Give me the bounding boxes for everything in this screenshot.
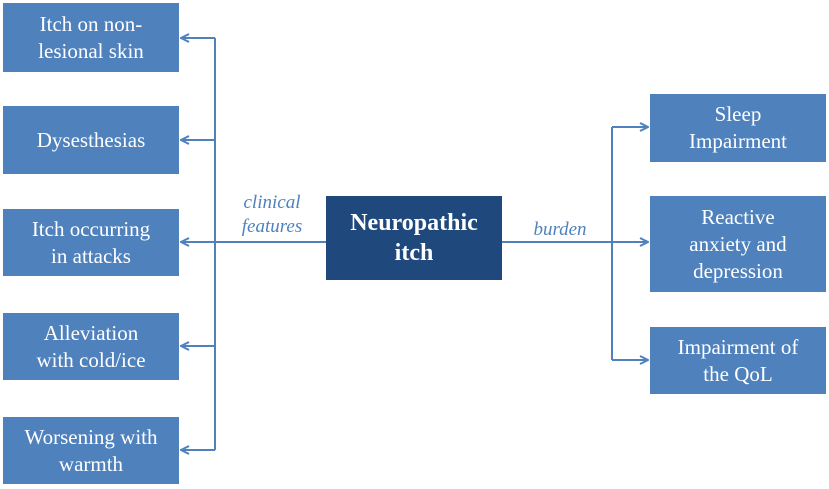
node-line: Sleep xyxy=(714,102,762,126)
node-line: lesional skin xyxy=(38,38,144,63)
label-burden: burden xyxy=(533,219,587,240)
node-line: Itch on non- xyxy=(39,11,143,36)
node-line: in attacks xyxy=(51,243,131,268)
node-line: Dysesthesias xyxy=(36,127,146,152)
node-line: Itch occurring xyxy=(31,216,151,241)
label-line: clinical xyxy=(243,192,301,213)
node-line: Reactive xyxy=(701,204,775,229)
node-line: depression xyxy=(693,258,783,283)
node-line: Alleviation xyxy=(43,320,139,345)
node-dysesthesias: Dysesthesias xyxy=(3,106,179,174)
node-line: Impairment xyxy=(689,129,787,153)
node-line: the QoL xyxy=(703,361,773,386)
node-line: anxiety and xyxy=(689,231,787,256)
node-line: Worsening with xyxy=(24,424,158,449)
label-line: features xyxy=(241,216,303,237)
label-clinical-features: clinical features xyxy=(228,191,316,239)
node-line: Impairment of xyxy=(677,334,799,359)
center-line: itch xyxy=(394,240,434,266)
node-itch-non-lesional: Itch on non-lesional skin xyxy=(3,3,179,72)
center-line: Neuropathic xyxy=(350,210,478,236)
node-neuropathic-itch: Neuropathic itch xyxy=(326,196,502,280)
node-line: warmth xyxy=(58,451,124,476)
node-line: with cold/ice xyxy=(36,347,146,372)
